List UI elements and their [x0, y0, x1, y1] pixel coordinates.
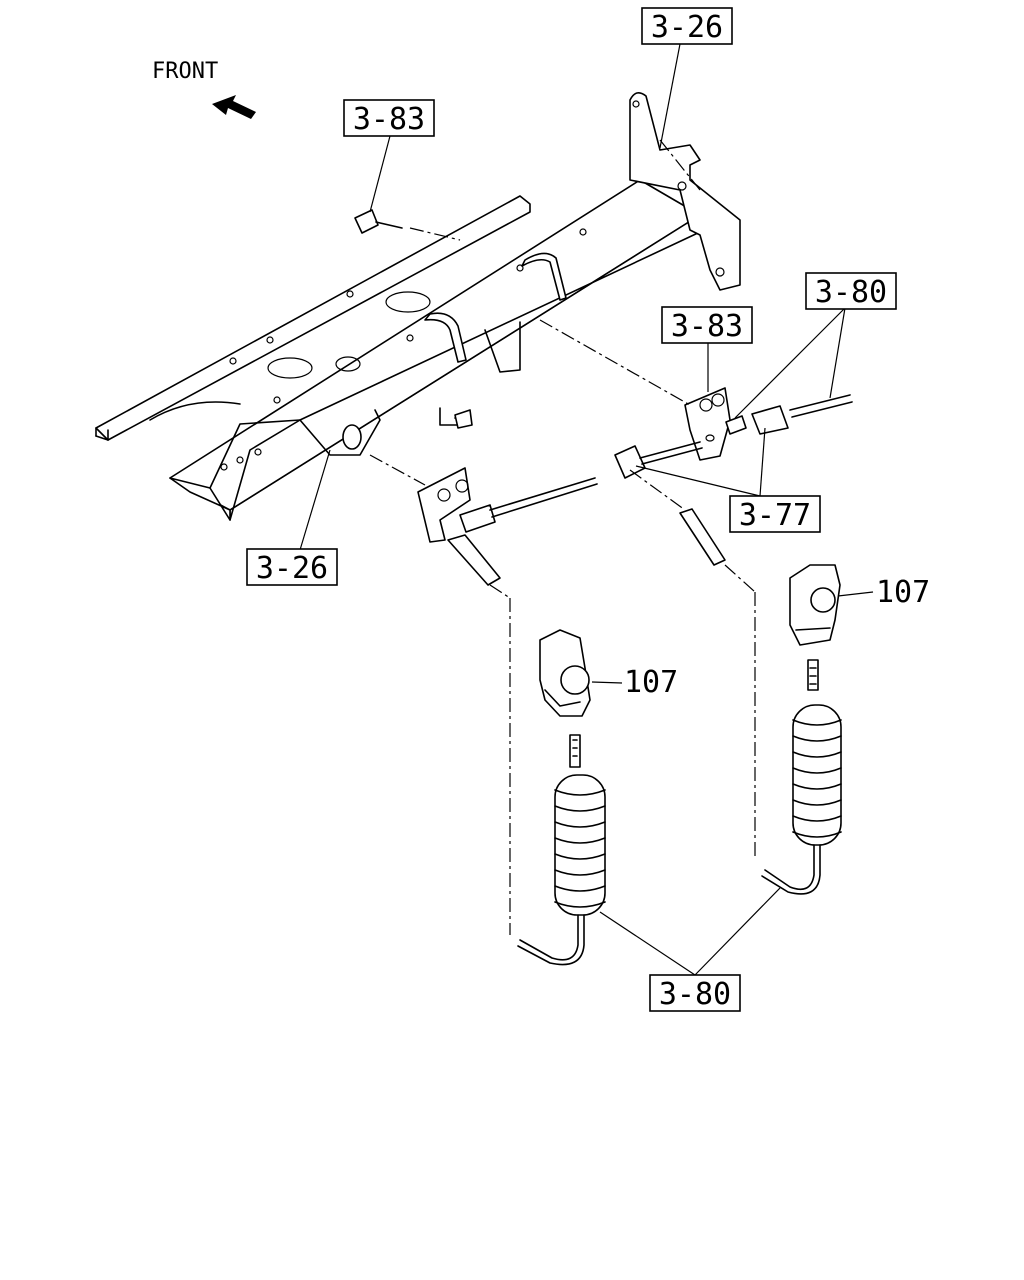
leader-lines — [299, 43, 874, 976]
front-label: FRONT — [152, 59, 218, 84]
callout-3-80-bottom: 3-80 — [649, 974, 741, 1012]
part-number-107-left: 107 — [624, 665, 678, 700]
callout-3-83-top: 3-83 — [343, 99, 435, 137]
assembly-lines — [369, 139, 756, 935]
coupling-head-right — [789, 564, 841, 691]
callout-label: 3-77 — [739, 498, 811, 533]
frame-rail — [95, 195, 603, 441]
callout-label: 3-26 — [651, 10, 723, 45]
bracket-middle — [684, 387, 731, 461]
bracket-upper — [629, 92, 741, 291]
front-indicator: FRONT — [152, 59, 256, 119]
callout-label: 3-80 — [659, 977, 731, 1012]
callout-label: 3-80 — [815, 275, 887, 310]
fittings — [354, 209, 853, 566]
callout-3-26-left: 3-26 — [246, 548, 338, 586]
coiled-hose-left — [517, 774, 606, 966]
callout-label: 3-26 — [256, 551, 328, 586]
callout-3-83-mid: 3-83 — [661, 306, 753, 344]
coiled-hose-right — [761, 704, 842, 895]
callout-label: 3-83 — [671, 309, 743, 344]
coupling-head-left — [539, 629, 591, 768]
part-number-107-right: 107 — [876, 575, 930, 610]
bracket-left — [417, 467, 598, 586]
callout-3-80-right: 3-80 — [805, 272, 897, 310]
callout-3-77: 3-77 — [729, 495, 821, 533]
callout-3-26-top: 3-26 — [641, 7, 733, 45]
callout-label: 3-83 — [353, 102, 425, 137]
front-arrow-icon — [212, 95, 256, 119]
